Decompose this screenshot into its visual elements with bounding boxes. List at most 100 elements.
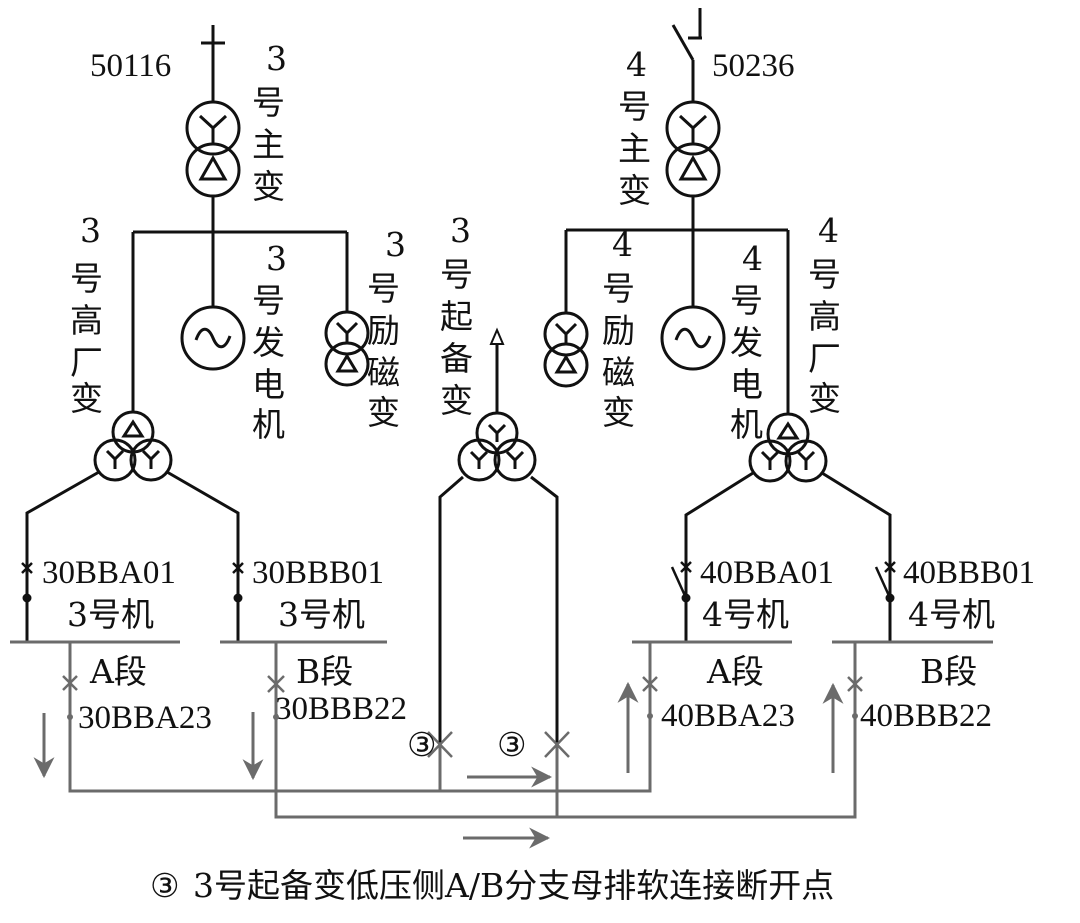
standby-circuit	[438, 327, 559, 745]
svg-text:3: 3	[80, 211, 101, 250]
unit4-breaker-b-node	[885, 593, 895, 603]
svg-text:主: 主	[618, 129, 651, 168]
svg-text:电: 电	[730, 365, 763, 404]
unit4-feeder-b-id: 40BBB22	[860, 698, 992, 734]
svg-text:机: 机	[252, 405, 285, 444]
svg-text:变: 变	[602, 393, 635, 432]
unit3-breaker-b-node	[233, 593, 243, 603]
svg-text:4: 4	[612, 225, 633, 264]
unit3-section-b-label: B段	[296, 652, 353, 691]
standby-break-point-b-icon[interactable]	[544, 731, 570, 758]
unit4-breaker-b-id: 40BBB01	[903, 555, 1035, 591]
svg-text:变: 变	[440, 381, 473, 420]
standby-branch-a-upper	[438, 475, 464, 745]
svg-text:高: 高	[70, 301, 103, 340]
unit4-breaker-a-icon[interactable]	[670, 561, 692, 599]
unit4-main-switch-id: 50236	[712, 48, 795, 84]
unit4-breaker-b-unit: 4号机	[908, 595, 995, 634]
caption-marker: ③	[150, 866, 180, 905]
svg-text:3: 3	[266, 39, 287, 78]
unit3-exciter-label: 3 号 励 磁 变	[367, 225, 406, 432]
svg-text:机: 机	[730, 405, 763, 444]
svg-text:变: 变	[618, 171, 651, 210]
unit4-main-transformer-icon[interactable]	[665, 100, 721, 198]
unit4-feeder-a-node	[647, 713, 653, 719]
unit4-breaker-a-node	[681, 593, 691, 603]
svg-text:磁: 磁	[367, 353, 400, 392]
svg-text:号: 号	[602, 269, 635, 308]
unit4-aux-transformer-label: 4 号 高 厂 变	[808, 211, 841, 418]
unit3-main-transformer-label: 3 号 主 变	[252, 39, 287, 206]
unit3-generator-icon[interactable]	[180, 305, 246, 371]
unit3-main-switch-id: 50116	[90, 48, 171, 84]
standby-source-arrow-icon	[489, 327, 505, 345]
unit3-feeder-b-node	[273, 714, 279, 720]
unit4-section-a-label: A段	[706, 652, 764, 691]
unit4-breaker-a-unit: 4号机	[702, 595, 789, 634]
unit4-aux-transformer-icon[interactable]	[748, 412, 828, 483]
unit4-open-switch-icon[interactable]	[671, 24, 695, 61]
svg-text:号: 号	[808, 255, 841, 294]
caption-text: 3号起备变低压侧A/B分支母排软连接断开点	[193, 866, 834, 905]
svg-text:主: 主	[252, 125, 285, 164]
standby-branch-b-upper	[530, 475, 559, 745]
unit3-feeder-b-breaker-icon[interactable]	[267, 675, 285, 693]
svg-text:备: 备	[440, 339, 473, 378]
unit3-feeder-a-id: 30BBA23	[78, 700, 212, 736]
unit4-breaker-a-id: 40BBA01	[700, 555, 834, 591]
svg-text:号: 号	[252, 281, 285, 320]
unit4-feeder-a-id: 40BBA23	[661, 698, 795, 734]
unit4-feeder-b-breaker-icon[interactable]	[847, 676, 863, 692]
unit4-main-transformer-label: 4 号 主 变	[618, 45, 651, 210]
svg-text:变: 变	[252, 167, 285, 206]
svg-text:高: 高	[808, 297, 841, 336]
unit3-breaker-b-unit: 3号机	[278, 595, 365, 634]
unit3-generator-label: 3 号 发 电 机	[252, 239, 287, 444]
svg-text:号: 号	[70, 259, 103, 298]
svg-text:厂: 厂	[70, 343, 103, 382]
svg-text:3: 3	[385, 225, 406, 264]
unit4-breaker-b-icon[interactable]	[874, 561, 896, 599]
unit4-feeder-a-breaker-icon[interactable]	[642, 676, 658, 692]
unit3-breaker-a-icon[interactable]	[21, 562, 33, 574]
unit4-generator-label: 4 号 发 电 机	[730, 239, 763, 444]
unit3-breaker-b-id: 30BBB01	[252, 555, 384, 591]
svg-text:变: 变	[70, 379, 103, 418]
unit3-feeder-a-breaker-icon[interactable]	[62, 675, 78, 691]
svg-text:号: 号	[367, 269, 400, 308]
svg-text:励: 励	[367, 311, 400, 350]
unit3-breaker-b-icon[interactable]	[232, 562, 244, 574]
unit3-aux-transformer-icon[interactable]	[93, 410, 173, 482]
unit3-main-transformer-icon[interactable]	[185, 100, 241, 198]
unit4-exciter-transformer-icon[interactable]	[543, 311, 589, 388]
svg-text:磁: 磁	[602, 353, 635, 392]
svg-text:号: 号	[440, 255, 473, 294]
standby-transformer-icon[interactable]	[457, 411, 537, 482]
svg-text:变: 变	[367, 393, 400, 432]
break-point-marker-b: ③	[497, 725, 527, 764]
svg-text:励: 励	[602, 311, 635, 350]
tie-b-path	[274, 642, 857, 819]
unit3-feeder-a-node	[67, 714, 73, 720]
unit3-feeder-b-id: 30BBB22	[275, 691, 407, 727]
unit3-breaker-a-node	[22, 593, 32, 603]
unit3-exciter-transformer-icon[interactable]	[324, 310, 370, 387]
unit4-main-circuit	[543, 8, 896, 642]
unit4-generator-icon[interactable]	[660, 305, 726, 371]
unit3-breaker-a-unit: 3号机	[67, 595, 154, 634]
svg-text:厂: 厂	[808, 339, 841, 378]
standby-break-point-a-icon[interactable]	[427, 731, 453, 758]
unit3-main-circuit	[21, 25, 370, 642]
unit3-breaker-a-id: 30BBA01	[42, 555, 176, 591]
svg-text:3: 3	[266, 239, 287, 278]
svg-text:起: 起	[440, 297, 473, 336]
svg-text:4: 4	[742, 239, 763, 278]
svg-text:4: 4	[818, 211, 839, 250]
svg-text:发: 发	[252, 323, 285, 362]
svg-text:号: 号	[730, 281, 763, 320]
svg-text:电: 电	[252, 365, 285, 404]
svg-text:变: 变	[808, 379, 841, 418]
unit3-section-a-label: A段	[89, 652, 147, 691]
break-point-marker-a: ③	[407, 725, 437, 764]
